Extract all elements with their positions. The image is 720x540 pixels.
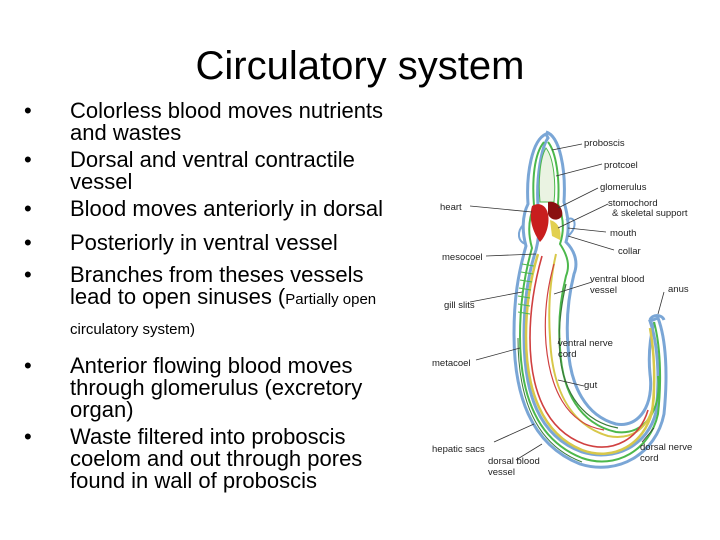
protocoel bbox=[538, 147, 556, 203]
leader-line bbox=[657, 291, 665, 315]
label-proboscis: proboscis bbox=[584, 138, 625, 149]
leader-line bbox=[551, 143, 583, 151]
stomochord bbox=[550, 220, 561, 240]
body-outer-layer bbox=[512, 132, 668, 469]
leader-line bbox=[555, 163, 603, 177]
label-mesocoel: mesocoel bbox=[442, 252, 483, 263]
gut-inner-layer bbox=[548, 253, 656, 438]
bullet-text-line: Anterior flowing blood moves bbox=[70, 353, 353, 378]
label-skeletal-support: & skeletal support bbox=[612, 208, 688, 219]
bullet-item: • Posteriorly in ventral vessel bbox=[24, 232, 424, 254]
hemichordate-anatomy-diagram: proboscis protcoel glomerulus stomochord… bbox=[432, 130, 692, 478]
gill-slit bbox=[520, 271, 534, 275]
bullet-marker: • bbox=[24, 98, 32, 123]
collar-bump bbox=[565, 217, 576, 237]
label-glomerulus: glomerulus bbox=[600, 182, 647, 193]
bullet-text-line: found in wall of proboscis bbox=[70, 468, 318, 493]
bullet-list: • Colorless blood moves nutrients and wa… bbox=[24, 100, 424, 497]
label-dorsal-nerve-cord-1: dorsal nerve bbox=[640, 442, 692, 453]
label-hepatic-sacs: hepatic sacs bbox=[432, 444, 485, 455]
bullet-text-line: Dorsal and ventral contractile bbox=[70, 147, 355, 172]
leader-line bbox=[475, 347, 521, 361]
dorsal-blood-vessel bbox=[544, 263, 605, 431]
gill-slit bbox=[517, 303, 531, 307]
bullet-text-line: Branches from theses vessels bbox=[70, 262, 364, 287]
label-ventral-blood-vessel-1: ventral blood bbox=[590, 274, 644, 285]
label-stomochord: stomochord bbox=[608, 198, 658, 209]
gill-slit bbox=[521, 263, 535, 267]
gill-slit bbox=[517, 311, 531, 315]
ventral-blood-vessel bbox=[529, 255, 649, 448]
bullet-text-line: Waste filtered into proboscis bbox=[70, 424, 346, 449]
gill-slit bbox=[518, 287, 532, 291]
bullet-text-fragment: lead to open sinuses ( bbox=[70, 284, 286, 309]
leader-line bbox=[567, 227, 607, 233]
heart bbox=[530, 204, 549, 242]
label-ventral-blood-vessel-2: vessel bbox=[590, 285, 617, 296]
bullet-marker: • bbox=[24, 262, 32, 287]
bullet-text-line: organ) bbox=[70, 397, 134, 422]
bullet-text-line: vessel bbox=[70, 169, 133, 194]
leader-lines bbox=[469, 143, 665, 461]
inner-muscle-layer bbox=[547, 141, 660, 434]
leader-line bbox=[557, 187, 599, 209]
leader-line bbox=[557, 203, 609, 229]
leader-line bbox=[557, 379, 585, 387]
bullet-text-line: and wastes bbox=[70, 120, 182, 145]
proboscis-outline bbox=[545, 130, 656, 426]
bullet-marker: • bbox=[24, 353, 32, 378]
ventral-nerve-cord bbox=[558, 283, 619, 429]
bullet-text-line: Posteriorly in ventral vessel bbox=[70, 230, 338, 255]
bullet-marker: • bbox=[24, 196, 32, 221]
bullet-item: • Dorsal and ventral contractile vessel bbox=[24, 149, 424, 193]
leader-line bbox=[469, 291, 523, 303]
gill-slit bbox=[519, 279, 533, 283]
bullet-item: • Branches from theses vessels lead to o… bbox=[24, 264, 424, 341]
bullet-marker: • bbox=[24, 424, 32, 449]
gill-slits bbox=[517, 263, 535, 315]
bullet-item: • Waste filtered into proboscis coelom a… bbox=[24, 426, 424, 492]
bullet-marker: • bbox=[24, 147, 32, 172]
gill-slit bbox=[517, 295, 531, 299]
bullet-text-line: Blood moves anteriorly in dorsal bbox=[70, 196, 384, 221]
label-dorsal-blood-vessel-2: vessel bbox=[488, 467, 515, 478]
leader-line bbox=[641, 427, 655, 443]
glomerulus bbox=[548, 201, 563, 220]
anus-end bbox=[648, 314, 666, 321]
bullet-marker: • bbox=[24, 230, 32, 255]
leader-line bbox=[469, 205, 533, 213]
bullet-text-line: coelom and out through pores bbox=[70, 446, 363, 471]
bullet-text-line: lead to open sinuses (Partially open bbox=[70, 286, 424, 311]
bullet-item: • Anterior flowing blood moves through g… bbox=[24, 355, 424, 421]
leader-line bbox=[485, 253, 537, 257]
diagram-labels: proboscis protcoel glomerulus stomochord… bbox=[432, 138, 692, 478]
proboscis-structures bbox=[518, 147, 576, 245]
leader-line bbox=[557, 337, 561, 345]
bullet-text-line: Colorless blood moves nutrients bbox=[70, 98, 384, 123]
leader-line bbox=[567, 235, 615, 251]
leader-line bbox=[553, 281, 593, 295]
label-gut: gut bbox=[584, 380, 598, 391]
label-metacoel: metacoel bbox=[432, 358, 471, 369]
label-protocoel: protcoel bbox=[604, 160, 638, 171]
bullet-small-fragment: Partially open bbox=[285, 291, 377, 308]
bullet-item: • Colorless blood moves nutrients and wa… bbox=[24, 100, 424, 144]
label-ventral-nerve-cord-1: ventral nerve bbox=[558, 338, 613, 349]
slide-title: Circulatory system bbox=[195, 44, 525, 88]
label-anus: anus bbox=[668, 284, 689, 295]
leader-line bbox=[493, 423, 535, 443]
label-mouth: mouth bbox=[610, 228, 636, 239]
label-dorsal-nerve-cord-2: cord bbox=[640, 453, 658, 464]
label-dorsal-blood-vessel-1: dorsal blood bbox=[488, 456, 540, 467]
label-gill-slits: gill slits bbox=[444, 300, 475, 311]
bullet-small-line: circulatory system) bbox=[70, 321, 196, 338]
bullet-item: • Blood moves anteriorly in dorsal bbox=[24, 198, 424, 220]
bullet-text-line: through glomerulus (excretory bbox=[70, 375, 363, 400]
label-collar: collar bbox=[618, 246, 641, 257]
leader-line bbox=[515, 443, 543, 461]
label-ventral-nerve-cord-2: cord bbox=[558, 349, 576, 360]
dorsal-nerve-cord bbox=[517, 337, 583, 463]
collar-bump bbox=[518, 223, 527, 245]
label-heart: heart bbox=[440, 202, 462, 213]
